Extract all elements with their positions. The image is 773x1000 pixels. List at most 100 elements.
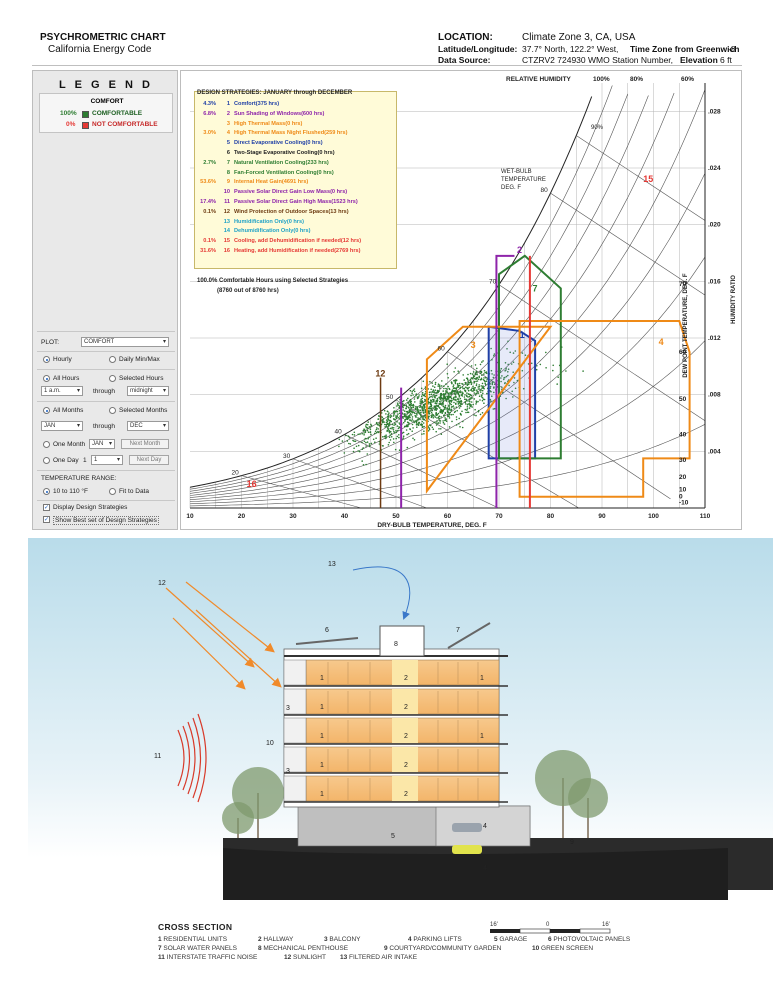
callout-label: 1 — [320, 762, 324, 769]
data-point — [466, 384, 469, 387]
strategy-label: Dehumidification Only(0 hrs) — [234, 228, 311, 235]
mechanical-penthouse — [379, 625, 425, 657]
data-point — [500, 386, 503, 388]
chart-header: PSYCHROMETRIC CHART California Energy Co… — [32, 30, 742, 66]
data-point — [401, 400, 404, 403]
data-point — [397, 429, 399, 432]
display-strategies-checkbox[interactable]: ✓ — [43, 504, 50, 511]
data-point — [478, 388, 481, 390]
data-point — [429, 405, 432, 408]
data-point — [535, 368, 538, 371]
data-point — [402, 435, 405, 438]
data-point — [460, 405, 462, 408]
data-point — [390, 431, 392, 433]
hour-to-select[interactable]: midnight ▾ — [127, 386, 169, 396]
data-point — [436, 420, 438, 422]
data-point — [433, 395, 435, 397]
plot-select[interactable]: COMFORT ▾ — [81, 337, 169, 347]
data-point — [458, 391, 461, 393]
data-point — [419, 413, 421, 416]
data-point — [476, 373, 478, 376]
month-to-select[interactable]: DEC ▾ — [127, 421, 169, 431]
data-point — [434, 416, 437, 418]
latlon-value: 37.7° North, 122.2° West, — [522, 44, 619, 54]
data-point — [444, 417, 446, 419]
data-point — [429, 424, 431, 426]
all-months-radio[interactable] — [43, 407, 50, 414]
temp-range-10-110-radio[interactable] — [43, 488, 50, 495]
selected-months-radio[interactable] — [109, 407, 116, 414]
zone-number-label: 15 — [643, 174, 653, 184]
data-point — [385, 437, 387, 440]
data-point — [459, 397, 462, 400]
cross-section-key-item: 4 PARKING LIFTS — [408, 936, 462, 943]
data-point — [415, 393, 418, 395]
data-point — [521, 369, 524, 372]
data-point — [435, 404, 437, 407]
all-hours-radio[interactable] — [43, 375, 50, 382]
fit-to-data-radio[interactable] — [109, 488, 116, 495]
wet-bulb-line — [344, 434, 499, 509]
cross-section-key-item: 10 GREEN SCREEN — [532, 945, 593, 952]
key-number: 10 — [532, 945, 542, 952]
data-point — [403, 413, 406, 416]
data-point — [420, 411, 422, 414]
show-best-checkbox[interactable]: ✓ — [43, 516, 50, 523]
panel-separator — [37, 401, 175, 402]
chevron-down-icon: ▾ — [162, 423, 166, 429]
hourly-radio[interactable] — [43, 356, 50, 363]
one-month-select[interactable]: JAN ▾ — [89, 439, 115, 449]
data-point — [507, 363, 510, 366]
data-point — [461, 410, 463, 413]
data-point — [466, 383, 469, 385]
data-point — [413, 439, 416, 441]
data-point — [431, 413, 433, 415]
key-label: SOLAR WATER PANELS — [163, 945, 237, 952]
data-point — [481, 387, 483, 389]
data-point — [512, 371, 514, 374]
data-point — [499, 371, 502, 373]
month-from-select[interactable]: JAN ▾ — [41, 421, 83, 431]
next-month-button[interactable]: Next Month — [121, 439, 169, 449]
data-point — [492, 376, 495, 379]
rh-curve-label: 90% — [591, 125, 604, 131]
data-point — [387, 413, 389, 416]
one-day-radio[interactable] — [43, 457, 50, 464]
selected-hours-radio[interactable] — [109, 375, 116, 382]
data-point — [413, 388, 416, 390]
data-point — [385, 424, 387, 426]
one-month-radio[interactable] — [43, 441, 50, 448]
data-point — [414, 420, 416, 422]
next-day-button[interactable]: Next Day — [129, 455, 169, 465]
data-point — [394, 411, 397, 413]
data-point — [447, 397, 450, 399]
data-point — [450, 408, 453, 411]
data-point — [362, 429, 365, 432]
data-point — [423, 394, 426, 397]
data-point — [455, 387, 458, 390]
data-point — [444, 397, 447, 399]
data-point — [503, 377, 505, 379]
data-point — [464, 408, 467, 411]
data-point — [444, 419, 447, 421]
data-point — [428, 407, 431, 410]
data-point — [476, 390, 479, 393]
data-point — [430, 411, 433, 414]
data-point — [565, 370, 567, 372]
data-point — [491, 381, 494, 384]
callout-label: 5 — [391, 833, 395, 840]
data-point — [509, 351, 512, 354]
data-point — [475, 384, 478, 387]
data-point — [536, 365, 538, 367]
cross-section-key-item: 9 COURTYARD/COMMUNITY GARDEN — [384, 945, 501, 952]
data-point — [406, 421, 409, 424]
noise-wave — [182, 725, 191, 791]
data-point — [437, 404, 439, 407]
hour-from-select[interactable]: 1 a.m. ▾ — [41, 386, 83, 396]
data-point — [393, 441, 395, 444]
latlon-label: Latitude/Longitude: — [438, 44, 518, 54]
day-select[interactable]: 1 ▾ — [91, 455, 123, 465]
y-tick-label: .024 — [708, 165, 721, 172]
daily-min-max-radio[interactable] — [109, 356, 116, 363]
wet-bulb-tick-label: 80 — [541, 187, 549, 194]
